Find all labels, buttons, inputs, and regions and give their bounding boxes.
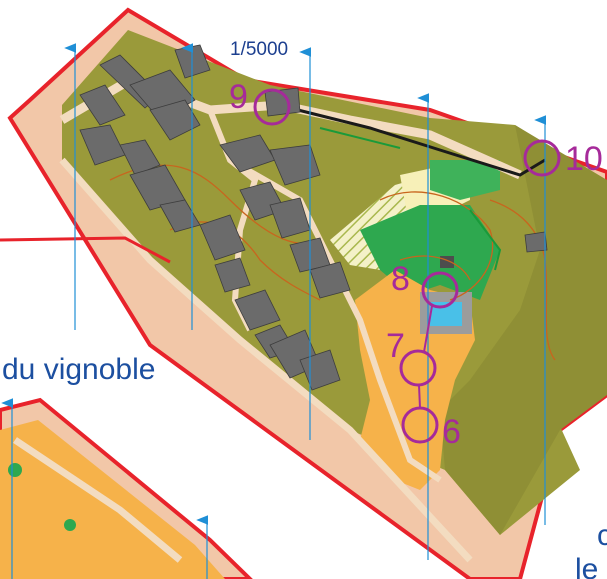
control-circle-8 <box>421 271 459 309</box>
control-10[interactable]: 10 <box>523 139 603 178</box>
control-circle-7 <box>399 349 437 387</box>
fences <box>319 127 502 271</box>
control-number-10: 10 <box>565 140 603 178</box>
course-legs <box>418 305 433 409</box>
secondary-map-open-land <box>0 420 225 579</box>
control-8[interactable]: 8 <box>391 260 459 309</box>
control-number-9: 9 <box>229 78 248 116</box>
secondary-map-path <box>13 437 183 563</box>
secondary-map-forest-dot <box>64 519 76 531</box>
area-label: du vignoble <box>2 353 155 386</box>
north-lines <box>1 43 547 579</box>
control-number-8: 8 <box>391 260 410 298</box>
control-number-7: 7 <box>386 327 405 365</box>
path-edge <box>59 157 473 563</box>
control-circle-9 <box>253 88 291 126</box>
corner-label-1: c <box>597 519 607 552</box>
secondary-map-forest-dot-2 <box>8 463 22 477</box>
control-number-6: 6 <box>442 413 461 451</box>
forest-area-2 <box>430 160 500 200</box>
scale-label: 1/5000 <box>230 39 288 60</box>
control-circle-10 <box>523 139 561 177</box>
boundary-line-left <box>0 236 171 264</box>
secondary-map-fragment <box>0 397 253 579</box>
corner-label-2: le <box>575 553 598 579</box>
control-7[interactable]: 7 <box>386 327 437 387</box>
main-map-area <box>7 7 607 579</box>
terrain-dark-olive <box>440 125 607 535</box>
control-9[interactable]: 9 <box>229 78 291 126</box>
buildings <box>79 44 548 391</box>
